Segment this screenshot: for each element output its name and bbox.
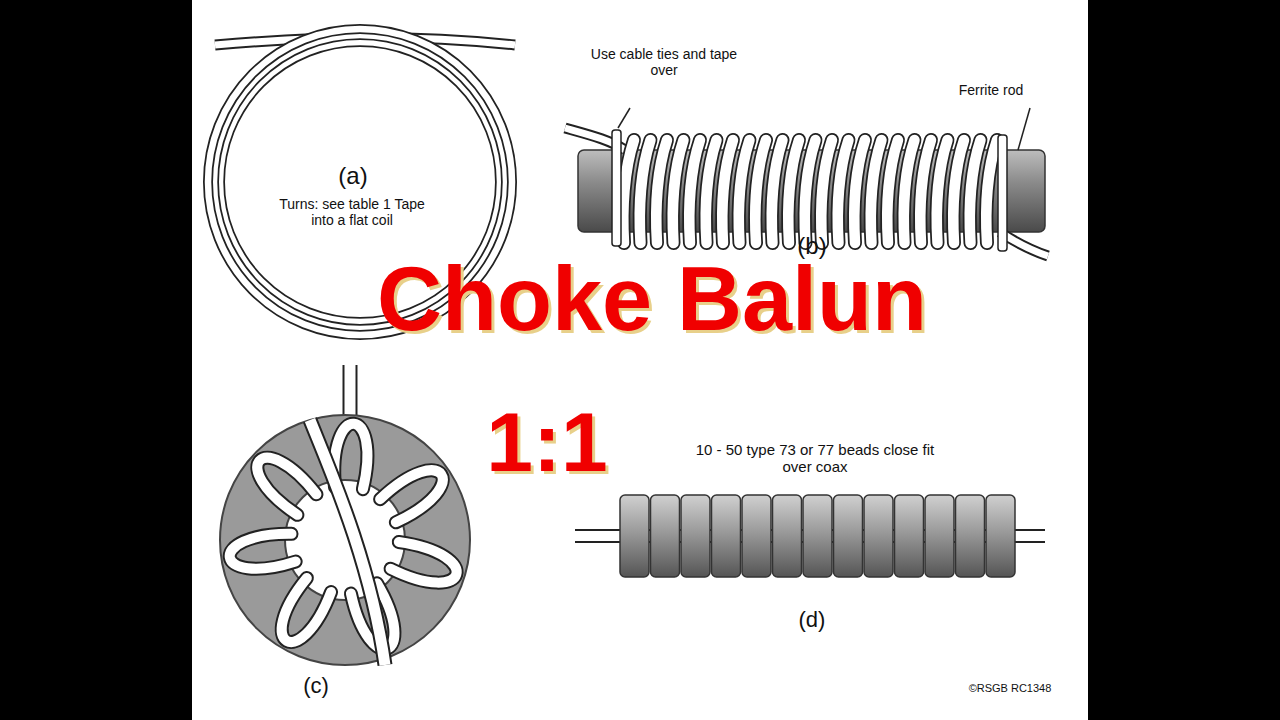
coax-turn [722,140,733,243]
coax-turn [904,140,915,243]
coax-turn [805,140,816,243]
coax-turn [788,140,799,243]
coax-turn [706,140,717,243]
ferrite-bead [620,495,649,577]
copyright: ©RSGB RC1348 [945,682,1075,695]
coax-turn [887,140,898,243]
ferrite-beads [575,495,1045,577]
coax-turn [920,140,931,243]
ferrite-bead [712,495,741,577]
coax-turn [772,140,783,243]
black-bar [0,0,192,720]
coax-turn [821,140,832,243]
toroid-turn [380,470,443,522]
ferrite-bead [864,495,893,577]
coax-turn [656,140,667,243]
toroid-turn [391,542,457,583]
coax-turn [755,140,766,243]
coax-turn [838,140,849,243]
coax-turn [821,140,832,243]
coax-turn [970,140,981,243]
ferrite-bead [834,495,863,577]
coax-turn [937,140,948,243]
ratio-overlay: 1:1 [467,394,627,491]
toroid-turn [282,578,331,642]
callout: Use cable ties and tape over [589,46,739,78]
coax-turn [656,140,667,243]
coax-turn [623,140,634,243]
toroid-turn [230,534,296,569]
coax-turn [623,140,634,243]
ferrite-bead [895,495,924,577]
note: Turns: see table 1 Tape into a flat coil [267,196,437,228]
coax-turn [689,140,700,243]
coax-turn [937,140,948,243]
coax-turn [854,140,865,243]
ferrite-bead [986,495,1015,577]
ferrite-bead [681,495,710,577]
ferrite-bead [925,495,954,577]
coax-turn [739,140,750,243]
coax-turn [788,140,799,243]
part-label: (d) [782,607,842,632]
coax-turn [805,140,816,243]
toroid-choke [220,365,470,665]
toroid-turn [257,458,316,515]
toroid-turn [391,542,457,583]
white-panel [192,0,1088,720]
coax-turn [739,140,750,243]
coax-turn [689,140,700,243]
ferrite-bead [803,495,832,577]
coax-turn [673,140,684,243]
coax-turn [722,140,733,243]
coax-turn [871,140,882,243]
part-label: (c) [286,673,346,698]
part-label: (a) [323,162,383,190]
ferrite-bead [773,495,802,577]
toroid-turn [282,578,331,642]
coax-turn [953,140,964,243]
coax-turn [904,140,915,243]
coax-turn [854,140,865,243]
ferrite-bead [742,495,771,577]
coax-turn [871,140,882,243]
coax-turn [640,140,651,243]
coax-turn [772,140,783,243]
title-overlay: Choke Balun [332,248,972,352]
note: 10 - 50 type 73 or 77 beads close fit ov… [685,441,945,476]
black-bar [1088,0,1280,720]
coax-turn [953,140,964,243]
toroid-turn [230,534,296,569]
coax-turn [887,140,898,243]
coax-turn [986,140,997,243]
coax-turn [640,140,651,243]
coax-turn [970,140,981,243]
ferrite-bead [651,495,680,577]
coax-turn [706,140,717,243]
coax-turn [755,140,766,243]
coax-turn [920,140,931,243]
ferrite-bead [956,495,985,577]
callout: Ferrite rod [936,82,1046,98]
coax-turn [673,140,684,243]
coax-turn [986,140,997,243]
toroid-turn [257,458,316,515]
toroid-turn [380,470,443,522]
coax-turn [838,140,849,243]
